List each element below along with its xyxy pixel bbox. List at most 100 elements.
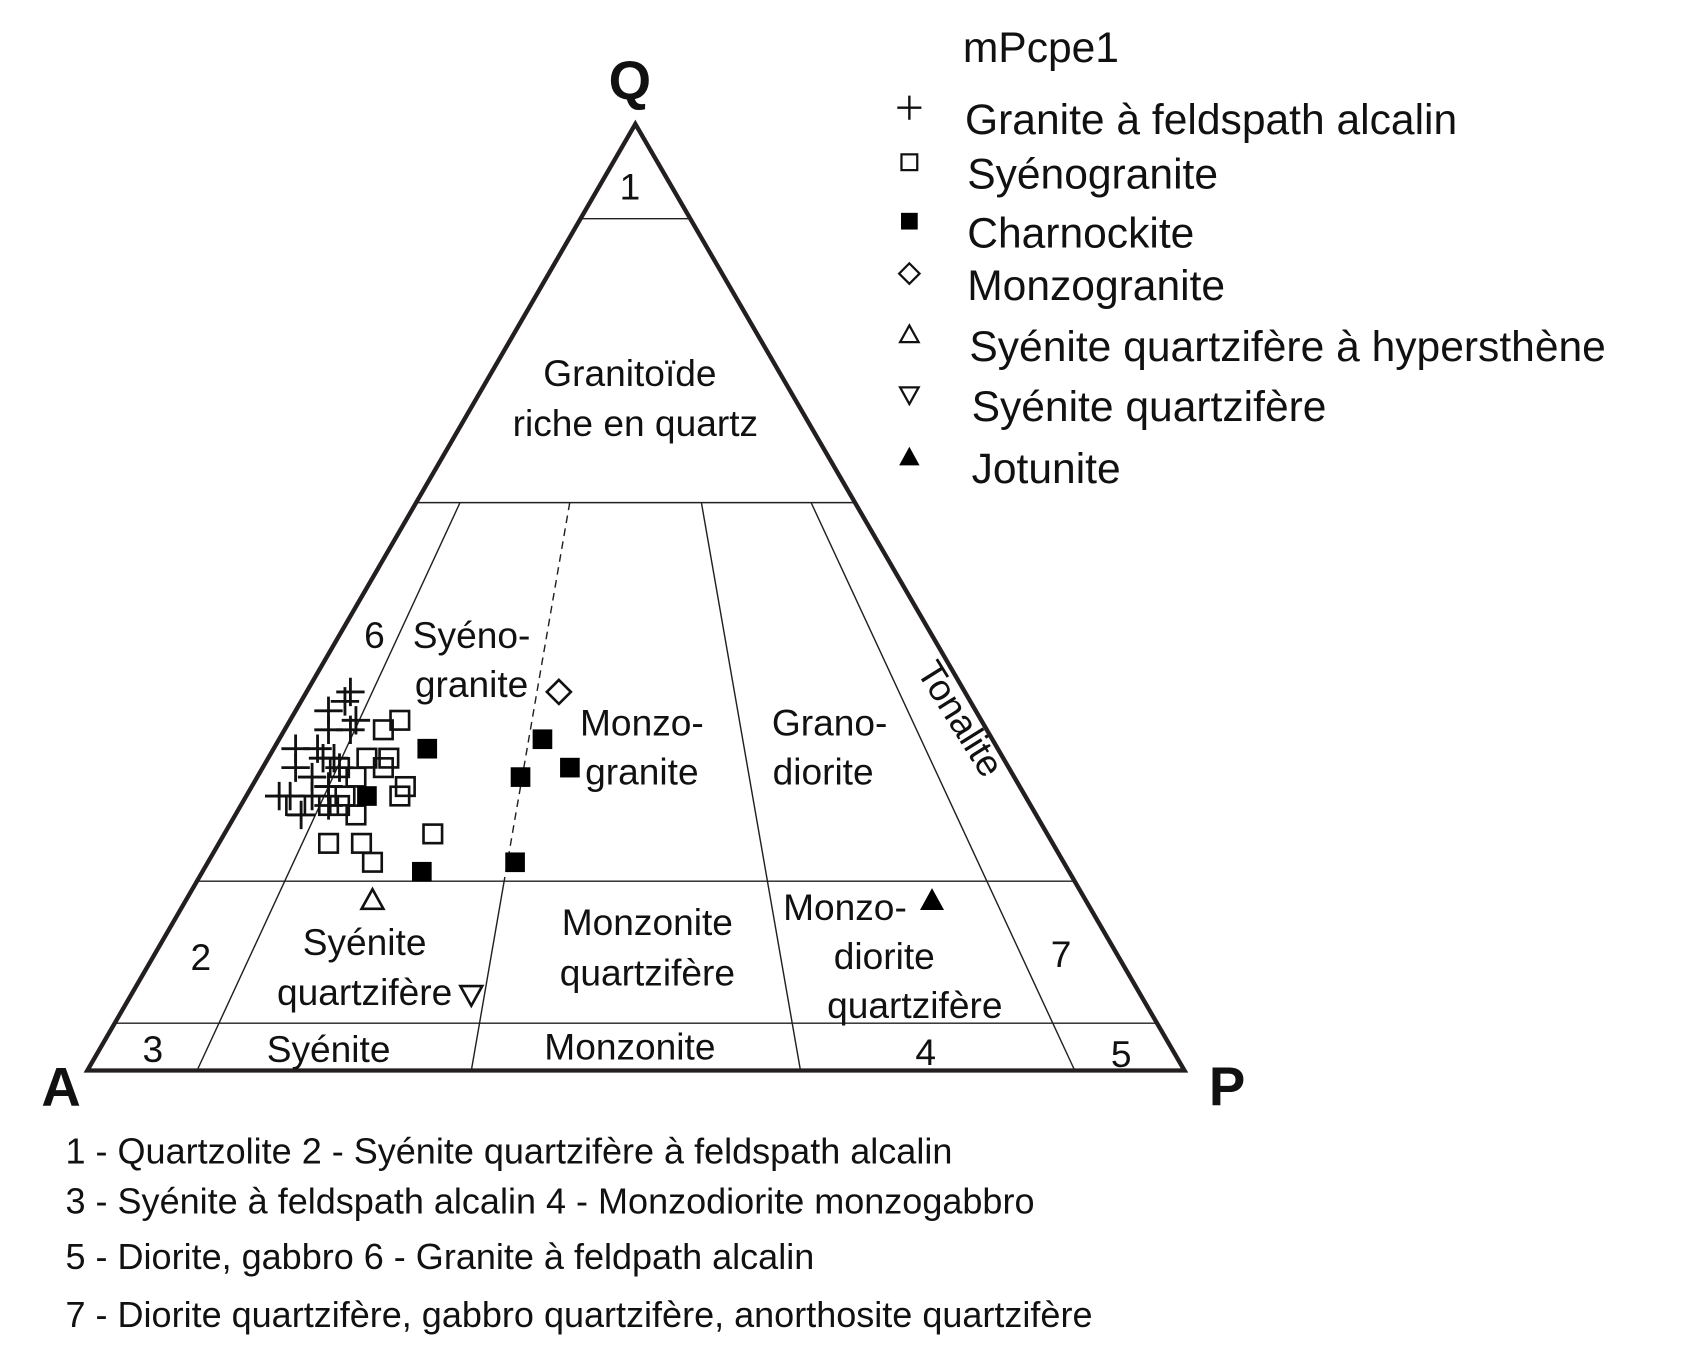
triangle-up-marker-icon (898, 323, 921, 344)
data-point-triangle-up-filled (920, 888, 945, 910)
region-2: 2 (191, 936, 212, 978)
filled-square-marker-icon (412, 861, 432, 882)
filled-triangle-marker-icon (899, 446, 920, 466)
region-granitoide: Granitoïde (543, 352, 716, 394)
region-syenite-quartzifere: Syénite (303, 921, 427, 963)
triangle-up-marker-icon (359, 886, 386, 911)
filled-square-marker-icon (505, 852, 525, 873)
legend-label: Granite à feldspath alcalin (965, 96, 1457, 144)
legend-marker (900, 153, 919, 172)
data-point-square-filled (532, 729, 553, 750)
region-monzonite-quartzifere-2: quartzifère (560, 951, 735, 993)
filled-square-marker-icon (901, 212, 918, 230)
data-point-plus (281, 753, 310, 782)
data-point-square-open (361, 851, 384, 873)
diamond-marker-icon (545, 678, 573, 706)
legend-label: Syénite quartzifère à hypersthène (969, 323, 1605, 371)
vertex-label-q: Q (609, 50, 651, 111)
region-syenogranite-2: granite (415, 663, 528, 705)
legend-label: Syénogranite (967, 150, 1218, 198)
legend-label: Jotunite (972, 445, 1121, 493)
data-point-square-filled (357, 786, 377, 806)
legend-item: Syénogranite (900, 150, 1218, 198)
footnote-line: 3 - Syénite à feldspath alcalin 4 - Monz… (66, 1181, 1035, 1222)
square-marker-icon (317, 794, 340, 817)
region-syenite: Syénite (267, 1028, 391, 1070)
footnotes: 1 - Quartzolite 2 - Syénite quartzifère … (66, 1130, 1093, 1335)
triangle-down-marker-icon (458, 984, 485, 1009)
diamond-marker-icon (897, 261, 922, 286)
square-marker-icon (317, 832, 340, 854)
square-marker-icon (361, 851, 384, 873)
region-monzogranite-2: granite (585, 750, 698, 792)
boundary-ratio-65-lower (766, 881, 802, 1071)
square-marker-icon (389, 709, 411, 731)
data-point-square-open (389, 785, 411, 807)
data-points (264, 677, 945, 1009)
legend-item: Granite à feldspath alcalin (897, 95, 1457, 144)
boundary-ratio-65 (700, 502, 769, 882)
square-marker-icon (328, 757, 351, 779)
legend-item: Jotunite (899, 445, 1121, 493)
plus-marker-icon (281, 753, 310, 782)
region-syenite-quartzifere-2: quartzifère (277, 971, 452, 1013)
legend-item: Syénite quartzifère (898, 383, 1326, 431)
plus-marker-icon (897, 95, 922, 120)
legend-marker (898, 323, 921, 344)
legend: Granite à feldspath alcalinSyénograniteC… (897, 95, 1606, 493)
footnote-line: 5 - Diorite, gabbro 6 - Granite à feldpa… (66, 1236, 815, 1277)
triangle-down-marker-icon (898, 386, 921, 407)
data-point-square-filled (505, 852, 525, 873)
data-point-square-open (389, 709, 411, 731)
legend-item: Monzogranite (897, 261, 1225, 310)
legend-label: Monzogranite (967, 262, 1225, 310)
plus-marker-icon (336, 715, 365, 744)
region-monzodiorite-quartzifere-2: diorite (834, 935, 935, 977)
boundary-ratio-90 (810, 502, 988, 882)
square-marker-icon (900, 153, 919, 172)
vertex-label-a: A (41, 1056, 80, 1117)
legend-item: Syénite quartzifère à hypersthène (898, 323, 1606, 371)
filled-square-marker-icon (510, 767, 531, 787)
data-point-diamond-open (545, 678, 573, 706)
filled-square-marker-icon (417, 738, 438, 759)
legend-marker (897, 261, 922, 286)
triangle-outline (83, 119, 1189, 1073)
legend-marker (897, 95, 922, 120)
data-point-triangle-up-open (359, 886, 386, 911)
filled-square-marker-icon (357, 786, 377, 806)
footnote-line: 1 - Quartzolite 2 - Syénite quartzifère … (66, 1130, 953, 1171)
region-1: 1 (620, 165, 641, 207)
data-point-square-filled (510, 767, 531, 787)
region-6: 6 (364, 614, 385, 656)
data-point-square-open (372, 757, 394, 779)
square-marker-icon (350, 832, 373, 854)
data-point-square-open (422, 823, 444, 845)
legend-item: Charnockite (901, 209, 1194, 257)
boundary-ratio-90-lower (986, 880, 1076, 1071)
boundary-ratio-35-lower (470, 881, 505, 1071)
data-point-plus (330, 687, 360, 716)
region-7: 7 (1051, 933, 1072, 975)
region-monzonite-quartzifere: Monzonite (562, 901, 733, 943)
region-granodiorite: Grano- (772, 701, 888, 743)
data-point-square-open (350, 832, 373, 854)
square-marker-icon (422, 823, 444, 845)
data-point-square-open (285, 794, 307, 817)
region-monzodiorite-quartzifere: Monzo- (783, 886, 907, 928)
region-5: 5 (1111, 1033, 1132, 1075)
region-granodiorite-2: diorite (773, 750, 874, 792)
data-point-square-filled (560, 757, 580, 778)
boundary-ratio-10 (284, 502, 461, 882)
region-monzodiorite-quartzifere-3: quartzifère (827, 984, 1002, 1026)
filled-square-marker-icon (560, 757, 580, 778)
boundary-ratio-10-lower (196, 880, 286, 1071)
vertex-label-p: P (1209, 1056, 1245, 1117)
legend-marker (899, 446, 920, 466)
data-point-square-open (317, 832, 340, 854)
filled-triangle-marker-icon (920, 888, 945, 910)
square-marker-icon (345, 804, 367, 826)
field-boundaries (114, 217, 1158, 1071)
legend-label: Charnockite (967, 209, 1194, 257)
